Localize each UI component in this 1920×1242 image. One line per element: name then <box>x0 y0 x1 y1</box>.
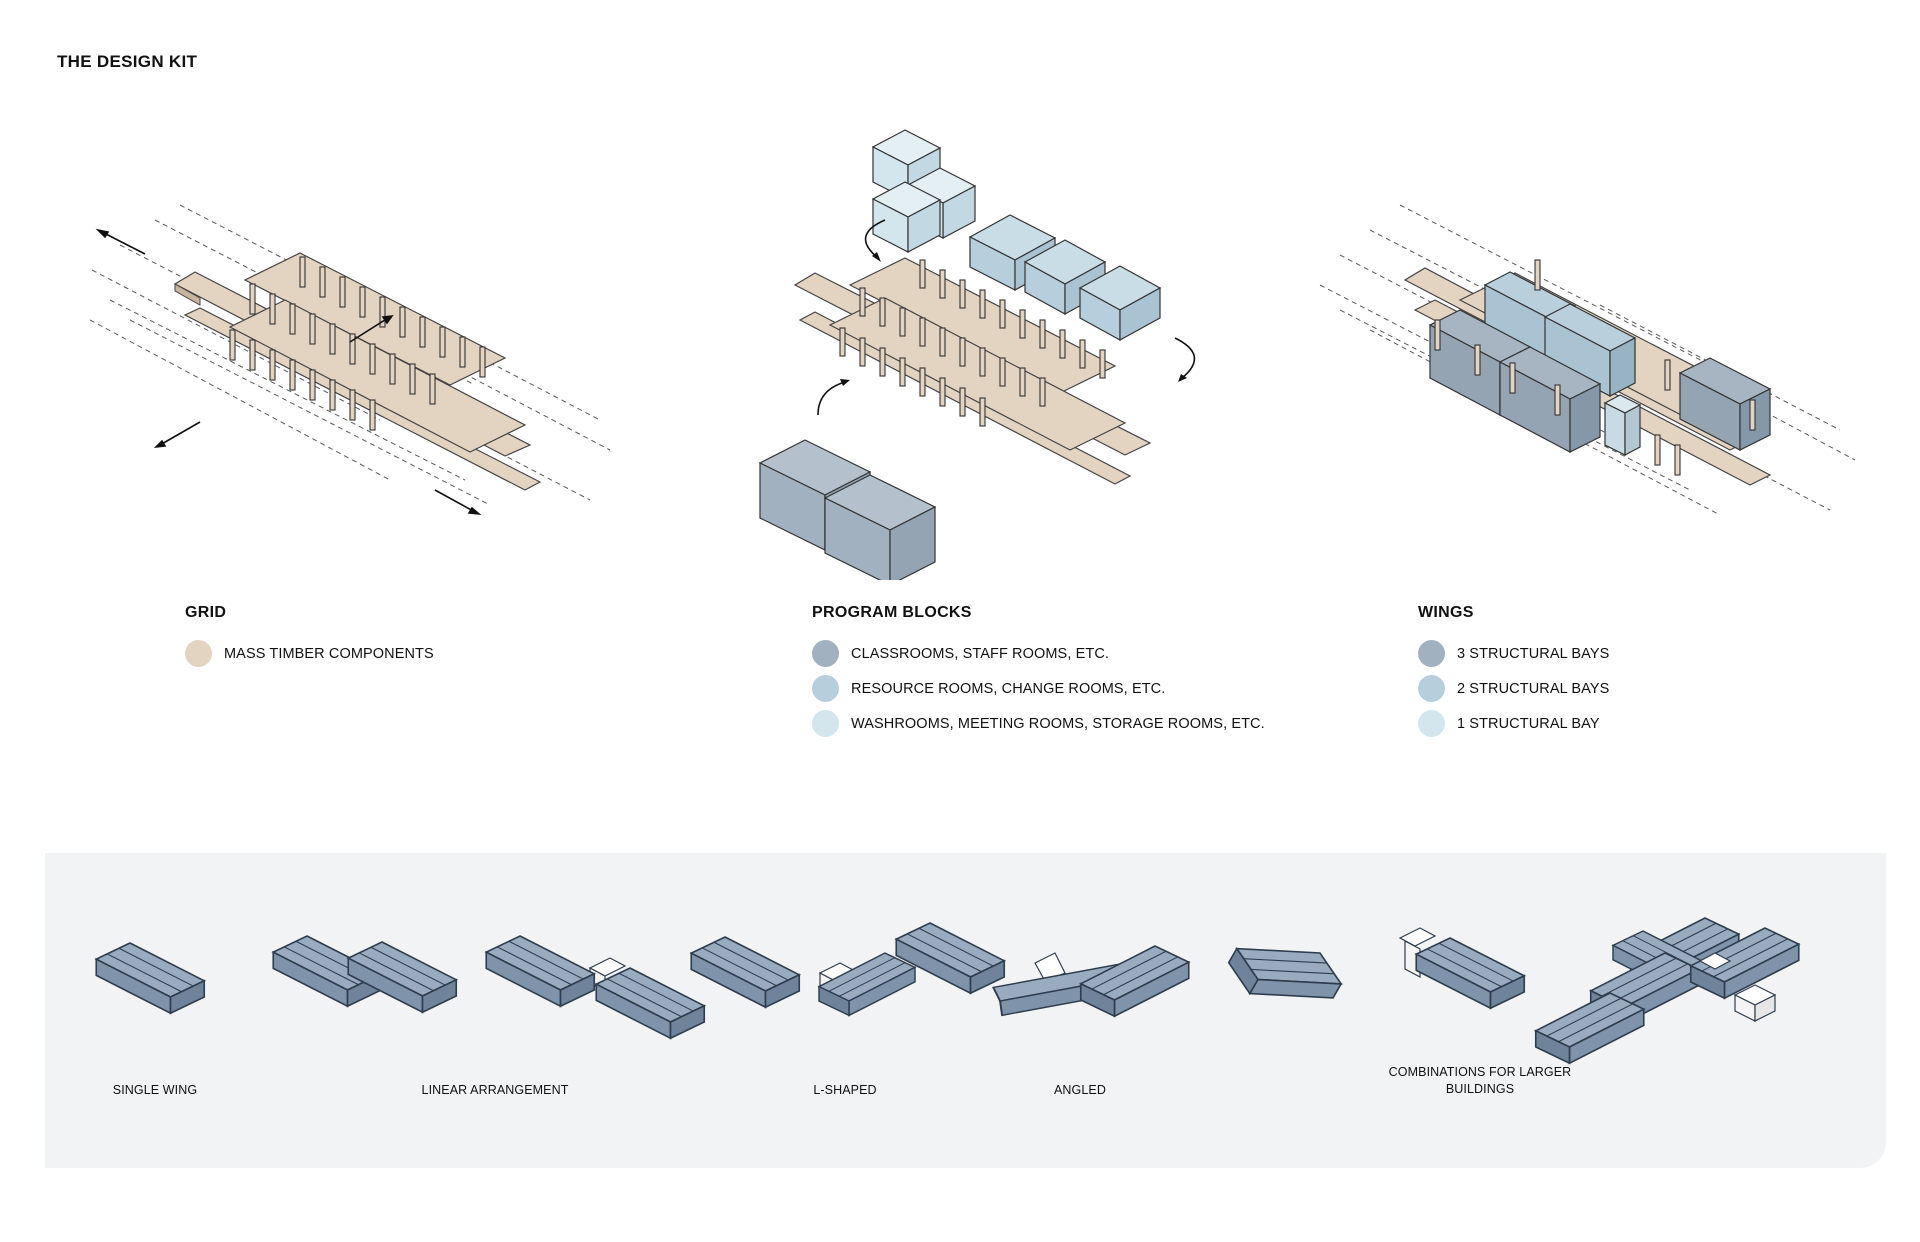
single-wing-shape <box>95 942 206 1015</box>
wings-diagram <box>1319 204 1856 516</box>
single-wing-caption: SINGLE WING <box>112 1083 198 1097</box>
one-bay-swatch <box>1418 710 1445 737</box>
wings-legend: WINGS 3 STRUCTURAL BAYS 2 STRUCTURAL BAY… <box>1418 604 1609 741</box>
legend-item: CLASSROOMS, STAFF ROOMS, ETC. <box>812 636 1265 671</box>
program-legend: PROGRAM BLOCKS CLASSROOMS, STAFF ROOMS, … <box>812 604 1265 741</box>
washrooms-swatch <box>812 710 839 737</box>
three-bays-swatch <box>1418 640 1445 667</box>
combinations-caption: COMBINATIONS FOR LARGER BUILDINGS <box>1360 1064 1600 1098</box>
mass-timber-swatch <box>185 640 212 667</box>
legend-item: 2 STRUCTURAL BAYS <box>1418 671 1609 706</box>
classrooms-swatch <box>812 640 839 667</box>
legend-label: 2 STRUCTURAL BAYS <box>1457 680 1610 697</box>
program-legend-heading: PROGRAM BLOCKS <box>812 604 972 621</box>
l-shaped-shapes <box>690 936 916 1017</box>
legend-item: MASS TIMBER COMPONENTS <box>185 636 434 671</box>
legend-label: MASS TIMBER COMPONENTS <box>224 645 434 662</box>
legend-label: CLASSROOMS, STAFF ROOMS, ETC. <box>851 645 1110 662</box>
legend-label: 3 STRUCTURAL BAYS <box>1457 645 1610 662</box>
page-title: THE DESIGN KIT <box>57 52 198 71</box>
legend-item: RESOURCE ROOMS, CHANGE ROOMS, ETC. <box>812 671 1265 706</box>
linear-arrangement-shapes <box>272 935 706 1040</box>
arrangements-diagrams <box>95 915 1800 1065</box>
combination-shapes <box>1079 915 1800 1065</box>
program-blocks-diagram <box>758 129 1196 580</box>
combinations-caption-line2: BUILDINGS <box>1445 1082 1515 1096</box>
legend-label: 1 STRUCTURAL BAY <box>1457 715 1600 732</box>
angled-caption: ANGLED <box>1053 1083 1106 1097</box>
legend-label: WASHROOMS, MEETING ROOMS, STORAGE ROOMS,… <box>851 715 1265 732</box>
legend-item: 3 STRUCTURAL BAYS <box>1418 636 1609 671</box>
resource-rooms-swatch <box>812 675 839 702</box>
grid-diagram <box>89 204 610 516</box>
legend-item: WASHROOMS, MEETING ROOMS, STORAGE ROOMS,… <box>812 706 1265 741</box>
grid-legend-heading: GRID <box>185 604 227 621</box>
two-bays-swatch <box>1418 675 1445 702</box>
linear-arrangement-caption: LINEAR ARRANGEMENT <box>421 1083 569 1097</box>
grid-legend: GRID MASS TIMBER COMPONENTS <box>185 604 434 671</box>
l-shaped-caption: L-SHAPED <box>813 1083 877 1097</box>
wings-legend-heading: WINGS <box>1418 604 1474 621</box>
legend-item: 1 STRUCTURAL BAY <box>1418 706 1609 741</box>
combinations-caption-line1: COMBINATIONS FOR LARGER <box>1388 1065 1572 1079</box>
legend-label: RESOURCE ROOMS, CHANGE ROOMS, ETC. <box>851 680 1166 697</box>
